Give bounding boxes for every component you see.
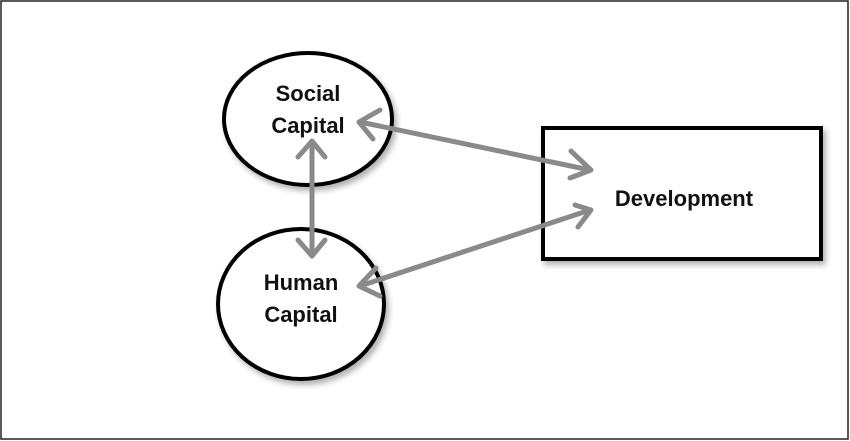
- human-capital-label-line2: Capital: [264, 302, 337, 327]
- social-capital-label-line1: Social: [276, 81, 341, 106]
- social-capital-node: Social Capital: [222, 51, 394, 187]
- development-node: Development: [541, 126, 823, 261]
- arrow-social-development: [356, 107, 594, 181]
- arrow-social-human: [295, 138, 328, 259]
- social-capital-label-line2: Capital: [271, 113, 344, 138]
- human-capital-node: Human Capital: [216, 227, 386, 381]
- development-label: Development: [615, 186, 754, 211]
- arrow-human-development: [356, 202, 594, 299]
- human-capital-label-line1: Human: [264, 270, 339, 295]
